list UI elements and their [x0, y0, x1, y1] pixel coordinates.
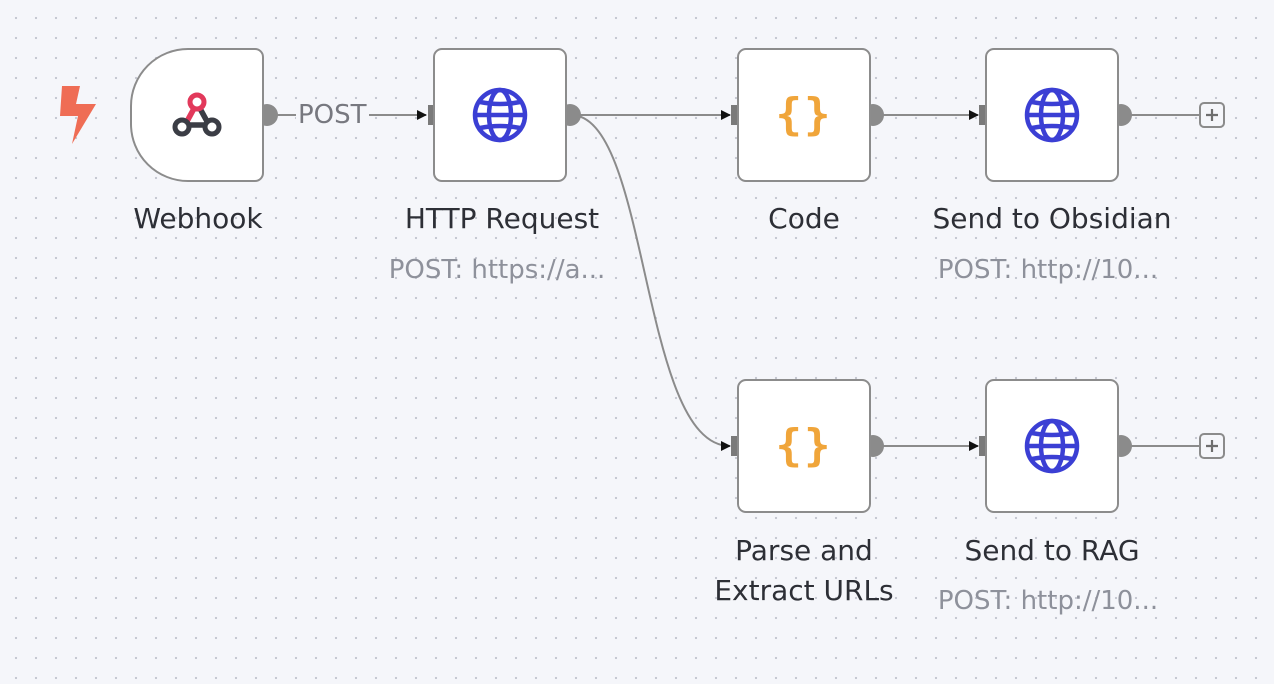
node-label-webhook: Webhook	[133, 202, 263, 235]
connection-http-parse[interactable]	[570, 114, 731, 451]
code-braces-icon: {}	[775, 89, 833, 140]
code-braces-icon: {}	[775, 420, 833, 471]
plus-icon	[1206, 440, 1218, 452]
parse-input-handle[interactable]	[731, 436, 741, 456]
node-webhook[interactable]	[130, 48, 264, 182]
plus-icon	[1206, 109, 1218, 121]
globe-icon	[1024, 87, 1080, 143]
node-label-http-request: HTTP Request	[404, 202, 600, 235]
node-send-to-obsidian[interactable]	[985, 48, 1119, 182]
add-node-button-obsidian[interactable]	[1199, 102, 1225, 128]
globe-icon	[1024, 418, 1080, 474]
connection-label-post: POST	[296, 100, 369, 130]
webhook-icon	[172, 92, 222, 137]
node-label-send-to-rag: Send to RAG	[964, 534, 1140, 567]
node-subtitle-http-request: POST: https://a...	[388, 255, 606, 285]
node-label-code: Code	[768, 202, 840, 235]
node-subtitle-send-to-obsidian: POST: http://10...	[937, 255, 1159, 285]
node-send-to-rag[interactable]	[985, 379, 1119, 513]
node-subtitle-send-to-rag: POST: http://10...	[937, 586, 1159, 616]
node-label-line-1: Parse and	[735, 534, 873, 567]
node-label-line-2: Extract URLs	[714, 574, 894, 607]
code-input-handle[interactable]	[731, 105, 741, 125]
lightning-trigger-icon	[60, 86, 96, 144]
obsidian-input-handle[interactable]	[979, 105, 989, 125]
node-http-request[interactable]	[433, 48, 567, 182]
globe-icon	[472, 87, 528, 143]
node-label-send-to-obsidian: Send to Obsidian	[932, 202, 1172, 235]
rag-input-handle[interactable]	[979, 436, 989, 456]
node-parse-and-extract-urls[interactable]: {}	[737, 379, 871, 513]
node-code[interactable]: {}	[737, 48, 871, 182]
add-node-button-rag[interactable]	[1199, 433, 1225, 459]
node-label-parse-and-extract-urls: Parse and Extract URLs	[654, 531, 954, 611]
